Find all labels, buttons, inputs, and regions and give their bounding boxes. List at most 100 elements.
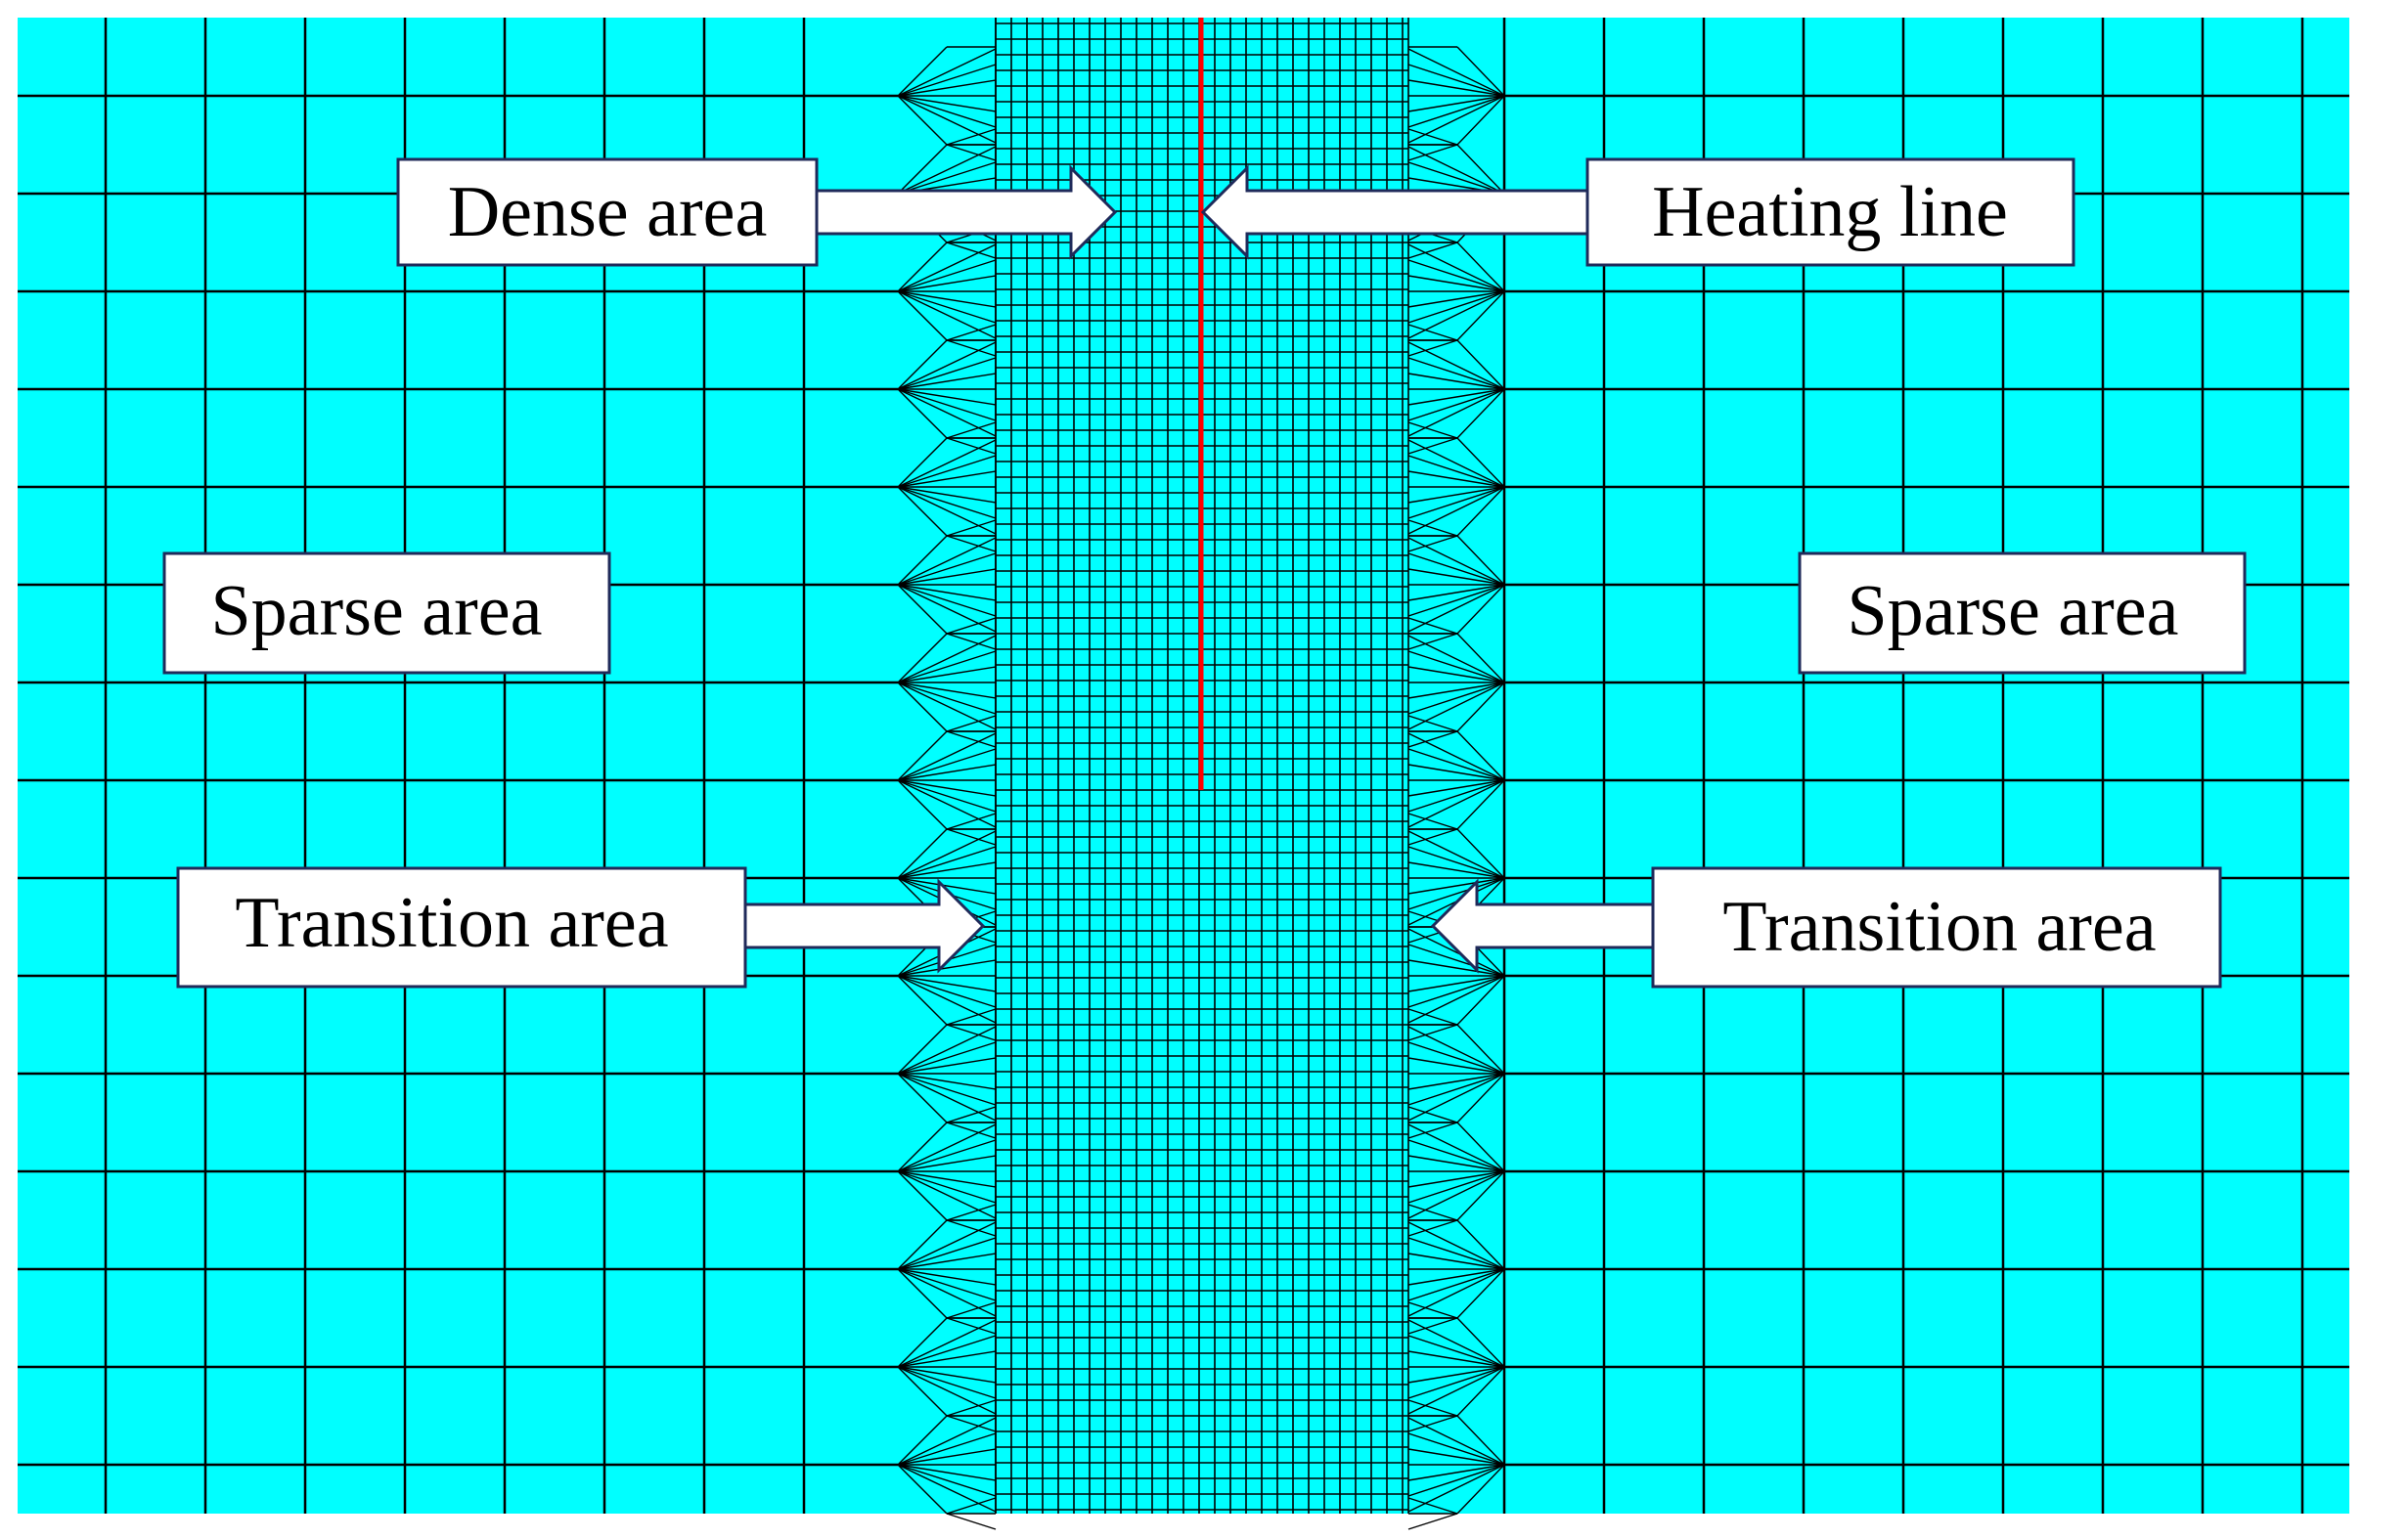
transition-line: [946, 437, 997, 455]
transition-line: [1407, 437, 1458, 455]
transition-line: [1407, 959, 1505, 977]
transition-line: [1456, 388, 1505, 439]
transition-line: [1407, 813, 1458, 830]
transition-line: [946, 1513, 997, 1530]
transition-line: [897, 1268, 997, 1286]
transition-line: [1407, 1366, 1505, 1415]
transition-line: [1407, 1122, 1458, 1139]
transition-mesh-right: [1407, 18, 1505, 1530]
transition-line: [897, 95, 997, 128]
transition-line: [1407, 388, 1505, 437]
transition-line: [946, 339, 997, 357]
transition-line: [897, 650, 997, 683]
transition-line: [1407, 161, 1505, 195]
transition-line: [897, 64, 997, 97]
transition-line: [1407, 535, 1458, 552]
sparse-area-label-right: Sparse area: [1798, 551, 2247, 675]
transition-line: [897, 243, 997, 292]
transition-line: [897, 584, 948, 635]
transition-line: [897, 341, 997, 390]
transition-line: [897, 779, 948, 830]
dense-area-arrow: [815, 164, 1118, 260]
transition-line: [1407, 388, 1505, 406]
transition-line: [897, 764, 997, 781]
transition-line: [1407, 243, 1505, 292]
transition-line: [1407, 357, 1505, 390]
transition-area-text-right: Transition area: [1722, 887, 2156, 967]
transition-line: [1407, 95, 1505, 144]
transition-line: [1407, 486, 1505, 535]
transition-line: [897, 1366, 948, 1417]
transition-line: [897, 779, 997, 813]
transition-line: [1407, 95, 1505, 112]
transition-line: [1407, 975, 1505, 1024]
transition-line: [897, 357, 997, 390]
transition-line: [1407, 1204, 1458, 1221]
transition-line: [897, 830, 997, 879]
transition-line: [1407, 764, 1505, 781]
transition-line: [946, 421, 997, 439]
transition-line: [897, 730, 948, 781]
transition-line: [897, 1073, 948, 1123]
transition-line: [1407, 486, 1505, 504]
transition-line: [897, 1366, 997, 1384]
transition-line: [946, 1122, 997, 1139]
transition-line: [897, 1464, 997, 1497]
transition-line: [1407, 1008, 1458, 1026]
sparse-area-text-right: Sparse area: [1848, 571, 2179, 651]
transition-line: [897, 486, 948, 537]
transition-line: [897, 666, 997, 683]
transition-line: [1407, 633, 1458, 650]
transition-line: [1407, 635, 1505, 683]
transition-line: [897, 1170, 997, 1204]
transition-line: [897, 1366, 997, 1399]
transition-line: [946, 519, 997, 537]
transition-line: [897, 828, 948, 879]
transition-area-arrow-right: [1430, 878, 1655, 974]
transition-line: [1407, 290, 1505, 324]
transition-line: [1407, 877, 1505, 895]
heating-line-text: Heating line: [1652, 172, 2008, 252]
transition-line: [946, 144, 997, 161]
transition-line: [1407, 861, 1505, 879]
transition-line: [897, 1448, 997, 1466]
transition-line: [1407, 975, 1505, 1008]
transition-line: [1407, 275, 1505, 292]
transition-line: [1407, 1219, 1458, 1237]
transition-line: [897, 552, 997, 586]
transition-line: [897, 779, 997, 797]
transition-line: [897, 877, 997, 895]
transition-line: [1407, 519, 1458, 537]
transition-line: [1456, 828, 1505, 879]
transition-line: [1407, 64, 1505, 97]
transition-area-arrow-left: [743, 878, 986, 974]
transition-line: [946, 1301, 997, 1319]
transition-line: [897, 1415, 948, 1466]
transition-line: [897, 95, 948, 146]
transition-line: [1407, 584, 1505, 601]
transition-line: [1407, 79, 1505, 97]
transition-line: [1407, 779, 1505, 797]
transition-line: [1407, 1513, 1458, 1530]
transition-line: [1407, 779, 1505, 828]
transition-line: [897, 959, 997, 977]
transition-line: [897, 486, 997, 504]
transition-line: [897, 79, 997, 97]
transition-line: [897, 1170, 997, 1188]
transition-line: [897, 48, 997, 97]
transition-line: [1407, 1366, 1505, 1399]
transition-line: [897, 486, 997, 519]
transition-line: [1456, 633, 1505, 683]
transition-line: [1407, 1317, 1458, 1335]
transition-line: [1407, 128, 1458, 146]
transition-line: [946, 1317, 997, 1335]
transition-line: [1407, 1170, 1505, 1204]
transition-line: [1407, 1268, 1505, 1317]
transition-line: [897, 975, 948, 1026]
transition-line: [1456, 1024, 1505, 1075]
transition-line: [1407, 1432, 1505, 1466]
transition-line: [1456, 975, 1505, 1026]
dense-area-text: Dense area: [448, 172, 768, 252]
transition-line: [897, 290, 997, 324]
transition-line: [1407, 1335, 1505, 1368]
